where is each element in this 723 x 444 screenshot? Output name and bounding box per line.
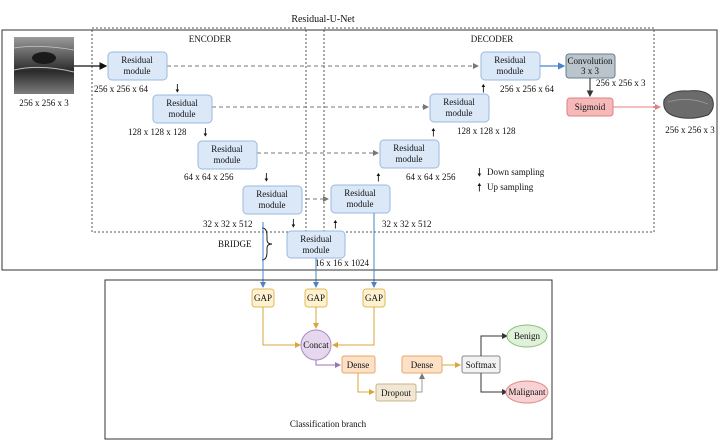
svg-text:Softmax: Softmax — [466, 360, 497, 370]
softmax-to-benign — [480, 333, 508, 356]
svg-text:Benign: Benign — [514, 331, 540, 341]
svg-text:Residual: Residual — [300, 234, 332, 244]
input-image — [13, 37, 75, 94]
svg-text:Residual: Residual — [344, 188, 376, 198]
encoder-dims-4: 32 x 32 x 512 — [203, 219, 253, 229]
down-arrow-3: 🠗 — [264, 172, 269, 184]
svg-text:module: module — [214, 155, 241, 165]
bridge-brace — [261, 227, 273, 261]
svg-text:3 x 3: 3 x 3 — [581, 66, 600, 76]
decoder-dims-1: 256 x 256 x 64 — [500, 84, 555, 94]
decoder-module-2: Residual module — [429, 93, 490, 123]
svg-text:Residual: Residual — [166, 98, 198, 108]
svg-text:Residual: Residual — [256, 189, 288, 199]
output-mask — [663, 90, 714, 119]
svg-text:GAP: GAP — [254, 293, 272, 303]
dense-to-dropout — [357, 373, 375, 395]
concat-to-dense — [315, 360, 341, 368]
encoder-module-4: Residual module — [242, 185, 303, 215]
svg-text:module: module — [124, 66, 151, 76]
decoder-dims-4: 32 x 32 x 512 — [382, 219, 432, 229]
legend-up-arrow: 🠕 — [477, 182, 482, 194]
svg-text:Residual: Residual — [443, 97, 475, 107]
diagram-title: Residual-U-Net — [291, 14, 355, 25]
encoder-dims-1: 256 x 256 x 64 — [94, 84, 149, 94]
svg-text:module: module — [169, 109, 196, 119]
svg-text:Residual: Residual — [494, 55, 526, 65]
svg-text:Residual: Residual — [393, 143, 425, 153]
svg-text:Sigmoid: Sigmoid — [575, 102, 606, 112]
decoder-label: DECODER — [471, 34, 514, 44]
malignant-node: Malignant — [505, 380, 549, 404]
down-arrow-4: 🠗 — [291, 218, 296, 230]
svg-text:GAP: GAP — [307, 293, 325, 303]
decoder-box — [323, 27, 655, 233]
legend-down-arrow: 🠗 — [477, 167, 482, 179]
down-arrow-2: 🠗 — [203, 127, 208, 139]
residual-unet-frame — [1, 29, 718, 271]
dropout-to-dense — [416, 373, 425, 393]
gap3-to-concat — [332, 307, 375, 348]
encoder-dims-2: 128 x 128 x 128 — [128, 127, 187, 137]
up-arrow-1: 🠕 — [481, 83, 486, 95]
svg-text:Convolution: Convolution — [567, 56, 613, 66]
svg-text:module: module — [303, 245, 330, 255]
up-arrow-3: 🠕 — [376, 172, 381, 184]
decoder-module-3: Residual module — [379, 139, 440, 169]
svg-text:module: module — [446, 108, 473, 118]
down-arrow-1: 🠗 — [175, 83, 180, 95]
decoder-module-4: Residual module — [330, 184, 391, 214]
svg-text:Concat: Concat — [303, 340, 329, 350]
dense-node-2: Dense — [401, 355, 443, 374]
encoder-module-3: Residual module — [197, 140, 258, 170]
conv-dims: 256 x 256 x 3 — [596, 78, 646, 88]
legend-up-label: Up sampling — [487, 182, 534, 192]
bridge-dims: 16 x 16 x 1024 — [315, 258, 370, 268]
gap-node-2: GAP — [304, 288, 328, 308]
input-dims: 256 x 256 x 3 — [19, 98, 69, 108]
bridge-module: Residual module — [286, 230, 346, 259]
classification-frame — [104, 279, 553, 440]
dense-node-1: Dense — [341, 355, 376, 374]
up-arrow-2: 🠕 — [431, 127, 436, 139]
up-arrow-4: 🠕 — [333, 219, 338, 231]
decoder-dims-3: 64 x 64 x 256 — [406, 172, 456, 182]
output-dims: 256 x 256 x 3 — [665, 125, 715, 135]
svg-text:Dense: Dense — [347, 360, 370, 370]
svg-text:module: module — [347, 199, 374, 209]
decoder-module-1: Residual module — [480, 51, 541, 81]
svg-text:Residual: Residual — [211, 144, 243, 154]
svg-text:Residual: Residual — [121, 55, 153, 65]
bridge-label: BRIDGE — [218, 239, 252, 249]
legend-down-label: Down sampling — [487, 167, 545, 177]
encoder-box — [91, 27, 307, 233]
svg-text:GAP: GAP — [365, 293, 383, 303]
benign-node: Benign — [506, 324, 548, 348]
concat-node: Concat — [300, 329, 332, 361]
softmax-node: Softmax — [461, 355, 501, 374]
gap1-to-concat — [262, 307, 301, 348]
decoder-dims-2: 128 x 128 x 128 — [457, 126, 516, 136]
svg-text:Dense: Dense — [411, 360, 434, 370]
softmax-to-malignant — [480, 373, 508, 395]
encoder-module-1: Residual module — [107, 51, 168, 81]
dropout-node: Dropout — [375, 383, 417, 402]
svg-text:module: module — [396, 154, 423, 164]
svg-text:module: module — [497, 66, 524, 76]
gap-node-3: GAP — [362, 288, 386, 308]
encoder-dims-3: 64 x 64 x 256 — [184, 172, 234, 182]
svg-text:Dropout: Dropout — [381, 388, 411, 398]
encoder-module-2: Residual module — [152, 94, 213, 124]
svg-text:module: module — [259, 200, 286, 210]
sigmoid-block: Sigmoid — [566, 97, 614, 117]
encoder-label: ENCODER — [189, 34, 232, 44]
gap-node-1: GAP — [251, 288, 275, 308]
svg-text:Malignant: Malignant — [509, 387, 546, 397]
convolution-block: Convolution 3 x 3 — [565, 53, 616, 79]
classification-title: Classification branch — [290, 419, 367, 429]
